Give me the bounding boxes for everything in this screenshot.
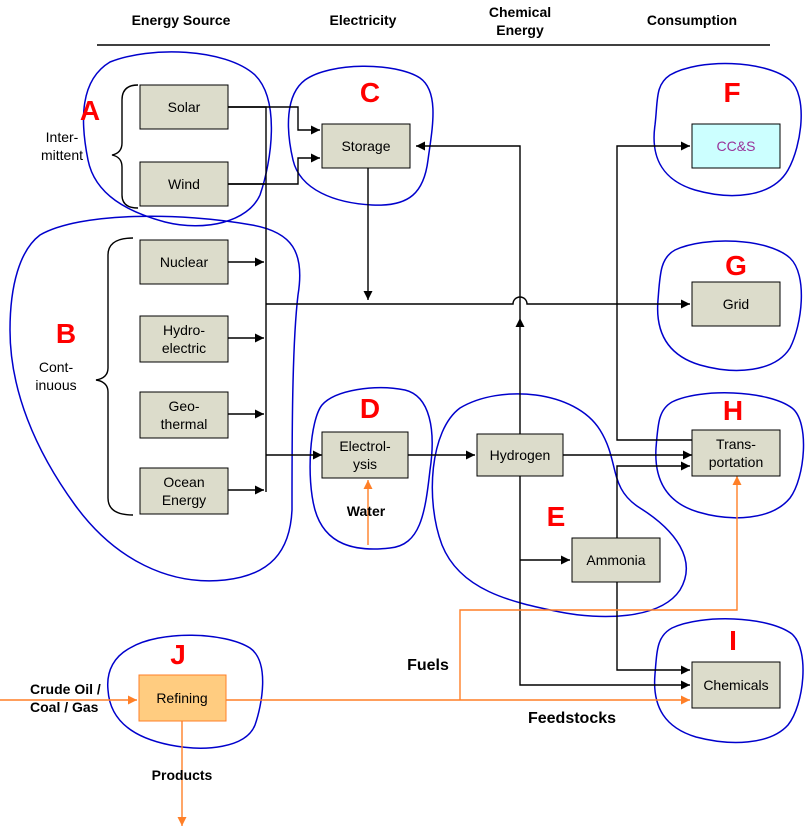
feedstocks-label: Feedstocks [528, 710, 616, 727]
region-letter-f: F [723, 77, 740, 108]
fuels-label: Fuels [407, 657, 449, 674]
region-letter-b: B [56, 318, 76, 349]
region-h-outline [655, 392, 805, 519]
group-braces: Inter- mittent Cont- inuous [35, 84, 139, 516]
node-electrolysis[interactable]: Electrol- ysis [321, 431, 409, 479]
label-continuous-line2: inuous [35, 377, 76, 393]
region-letter-e: E [547, 501, 566, 532]
flow-bus-to-grid [266, 296, 690, 309]
flow-hydrogen-to-chemicals [519, 476, 690, 690]
ccs-label: CC&S [717, 138, 756, 154]
region-letter-h: H [723, 395, 743, 426]
flow-ammonia-to-transport [616, 461, 690, 538]
electrolysis-label-line1: Electrol- [339, 438, 391, 454]
region-e-outline [431, 393, 687, 618]
region-f-outline [653, 62, 802, 197]
electricity-bus [228, 106, 267, 492]
hydrogen-label: Hydrogen [490, 447, 551, 463]
region-letters: A B C D E F G H I J [56, 77, 747, 670]
label-continuous-line1: Cont- [39, 359, 74, 375]
electrolysis-label-line2: ysis [353, 456, 377, 472]
region-b-outline [9, 215, 301, 582]
header-chemical-line1: Chemical [489, 4, 551, 20]
region-i-outline [653, 618, 804, 744]
flow-solar-to-storage [228, 106, 320, 135]
solar-label: Solar [168, 99, 201, 115]
brace-intermittent [111, 84, 139, 209]
brace-continuous [95, 237, 134, 516]
node-refining[interactable]: Refining [138, 674, 227, 722]
region-letter-d: D [360, 393, 380, 424]
region-d-outline [309, 387, 433, 550]
flow-ccs-transport-link [616, 141, 692, 441]
node-ocean-energy[interactable]: Ocean Energy [139, 467, 229, 515]
node-geothermal[interactable]: Geo- thermal [139, 391, 229, 439]
region-j-outline [107, 634, 264, 749]
flow-fuels-to-transport [459, 476, 742, 700]
header-consumption: Consumption [647, 12, 737, 28]
refining-label: Refining [156, 690, 207, 706]
ocean-label-line1: Ocean [163, 474, 204, 490]
node-hydroelectric[interactable]: Hydro- electric [139, 315, 229, 363]
orange-connectors [0, 476, 742, 826]
ammonia-label: Ammonia [586, 552, 645, 568]
crude-label-line2: Coal / Gas [30, 699, 99, 715]
ocean-label-line2: Energy [162, 492, 206, 508]
node-ccs[interactable]: CC&S [691, 123, 781, 169]
node-grid[interactable]: Grid [691, 281, 781, 327]
water-label: Water [347, 503, 386, 519]
region-a-outline [82, 51, 273, 227]
wind-label: Wind [168, 176, 200, 192]
nuclear-label: Nuclear [160, 254, 209, 270]
flow-labels: Water Fuels Feedstocks Crude Oil / Coal … [30, 503, 616, 783]
header-chemical-line2: Energy [496, 22, 544, 38]
hydro-label-line2: electric [162, 340, 206, 356]
transport-label-line1: Trans- [716, 436, 756, 452]
node-transportation[interactable]: Trans- portation [691, 429, 781, 477]
grid-label: Grid [723, 296, 749, 312]
geo-label-line1: Geo- [168, 398, 199, 414]
transport-label-line2: portation [709, 454, 763, 470]
node-storage[interactable]: Storage [321, 123, 411, 169]
storage-label: Storage [341, 138, 390, 154]
header-electricity: Electricity [330, 12, 397, 28]
region-letter-g: G [725, 250, 747, 281]
region-letter-j: J [170, 639, 186, 670]
products-label: Products [152, 767, 213, 783]
flow-hydrogen-to-storage [416, 141, 521, 318]
node-hydrogen[interactable]: Hydrogen [476, 433, 564, 477]
header-energy-source: Energy Source [132, 12, 231, 28]
column-headers: Energy Source Electricity Chemical Energ… [97, 4, 770, 46]
geo-label-line2: thermal [161, 416, 208, 432]
region-letter-c: C [360, 77, 380, 108]
node-wind[interactable]: Wind [139, 161, 229, 207]
region-g-outline [656, 240, 803, 372]
node-nuclear[interactable]: Nuclear [139, 239, 229, 285]
flow-wind-to-storage [228, 153, 320, 185]
node-ammonia[interactable]: Ammonia [571, 537, 661, 583]
node-solar[interactable]: Solar [139, 84, 229, 130]
flow-ammonia-to-chemicals [616, 582, 690, 675]
chemicals-label: Chemicals [703, 677, 768, 693]
region-letter-a: A [80, 95, 100, 126]
crude-label-line1: Crude Oil / [30, 681, 101, 697]
label-intermittent-line2: mittent [41, 147, 83, 163]
black-connectors [228, 106, 692, 690]
region-outlines [9, 51, 805, 749]
label-intermittent-line1: Inter- [46, 129, 79, 145]
node-chemicals[interactable]: Chemicals [691, 661, 781, 709]
region-letter-i: I [729, 625, 737, 656]
hydro-label-line1: Hydro- [163, 322, 205, 338]
region-c-outline [287, 65, 434, 206]
